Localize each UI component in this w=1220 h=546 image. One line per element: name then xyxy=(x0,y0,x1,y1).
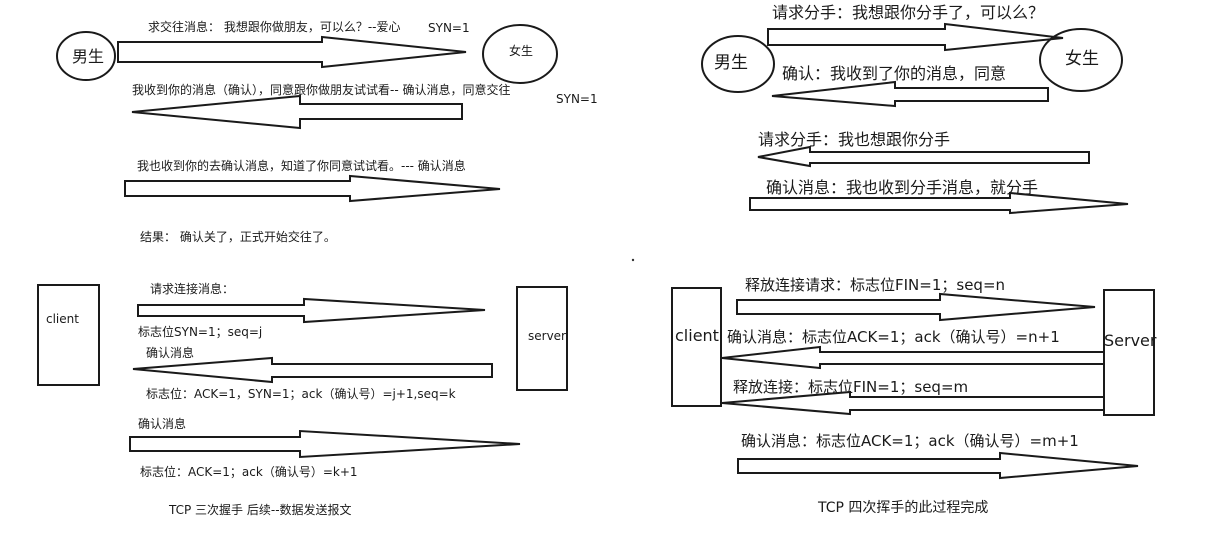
msg-ack: 我也收到你的去确认消息，知道了你同意试试看。--- 确认消息 xyxy=(137,159,466,173)
handshake-caption: TCP 三次握手 后续--数据发送报文 xyxy=(169,503,352,517)
ack-flags: 标志位：ACK=1；ack（确认号）=k+1 xyxy=(140,465,358,479)
wave-msg-1: 请求分手：我想跟你分手了，可以么？ xyxy=(772,3,1045,22)
girl-label: 女生 xyxy=(509,44,534,58)
boy-circle xyxy=(56,31,116,81)
result-text: 结果： 确认关了，正式开始交往了。 xyxy=(140,230,336,244)
wave-arrow-right-1 xyxy=(767,22,1064,52)
msg-request: 求交往消息： 我想跟你做朋友，可以么？--爱心 xyxy=(148,20,401,34)
wave-arrow-right-2 xyxy=(749,191,1129,215)
syn-ack-flags: 标志位：ACK=1，SYN=1；ack（确认号）=j+1,seq=k xyxy=(146,387,456,401)
wave-msg-2: 确认：我收到了你的消息，同意 xyxy=(782,64,1007,83)
girl-circle-2 xyxy=(1039,28,1123,92)
wave-ack2 xyxy=(737,451,1139,480)
girl-circle xyxy=(482,24,558,84)
wave-fin1-label: 释放连接请求：标志位FIN=1；seq=n xyxy=(745,276,1006,294)
msg-request-flag: SYN=1 xyxy=(428,21,470,35)
wave-ack1 xyxy=(721,345,1105,370)
arrow-ack xyxy=(129,429,521,459)
client-box xyxy=(37,284,100,386)
syn-ack-label: 确认消息 xyxy=(146,346,195,360)
client-box-2 xyxy=(671,287,722,407)
syn-flags: 标志位SYN=1；seq=j xyxy=(138,325,263,339)
boy-label-2: 男生 xyxy=(714,53,748,73)
syn-label: 请求连接消息： xyxy=(150,282,235,296)
wave-caption: TCP 四次挥手的此过程完成 xyxy=(818,500,989,516)
server-label-2: Server xyxy=(1104,331,1157,350)
stray-dot xyxy=(631,258,635,262)
boy-circle-2 xyxy=(701,35,775,93)
arrow-right-1 xyxy=(117,35,467,69)
boy-label: 男生 xyxy=(72,47,105,66)
arrow-right-2 xyxy=(124,174,501,203)
client-label-2: client xyxy=(675,326,719,345)
ack-label: 确认消息 xyxy=(138,417,187,431)
wave-fin2-label: 释放连接：标志位FIN=1；seq=m xyxy=(733,378,969,396)
msg-confirm: 我收到你的消息（确认），同意跟你做朋友试试看-- 确认消息，同意交往 xyxy=(132,83,511,97)
server-box xyxy=(516,286,568,391)
arrow-syn xyxy=(137,297,486,324)
server-box-2 xyxy=(1103,289,1155,416)
wave-fin1 xyxy=(736,292,1096,322)
wave-msg-4: 确认消息：我也收到分手消息，就分手 xyxy=(766,178,1039,197)
arrow-syn-ack xyxy=(132,356,493,384)
client-label: client xyxy=(46,312,79,326)
wave-ack2-label: 确认消息：标志位ACK=1；ack（确认号）=m+1 xyxy=(741,432,1079,450)
girl-label-2: 女生 xyxy=(1065,49,1099,69)
arrow-left-1 xyxy=(131,94,463,130)
wave-ack1-label: 确认消息：标志位ACK=1；ack（确认号）=n+1 xyxy=(727,328,1060,346)
server-label: server xyxy=(528,329,566,343)
wave-msg-3: 请求分手：我也想跟你分手 xyxy=(758,130,951,149)
wave-arrow-left-1 xyxy=(771,80,1049,108)
msg-confirm-flag: SYN=1 xyxy=(556,92,598,106)
wave-fin2 xyxy=(721,390,1105,416)
wave-arrow-left-2 xyxy=(757,145,1090,168)
